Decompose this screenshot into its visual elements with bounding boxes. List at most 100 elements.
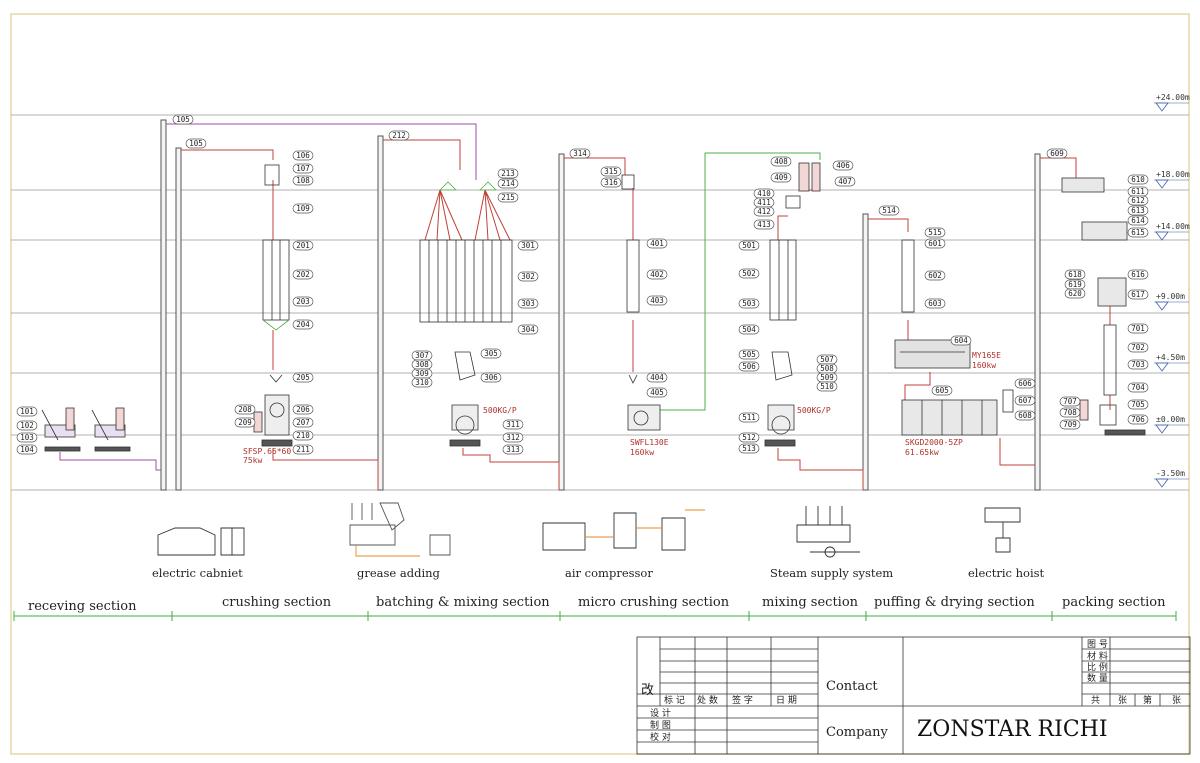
equipment-tag: 412 (753, 206, 775, 217)
equipment-tag: 304 (517, 324, 539, 335)
equipment-tag-label: 616 (1131, 270, 1145, 279)
equipment-tag-label: 707 (1063, 397, 1077, 406)
equipment-tag: 514 (878, 205, 900, 216)
liquid-tank (798, 162, 810, 192)
equipment-tag-label: 508 (820, 364, 834, 373)
equipment-tag-label: 708 (1063, 408, 1077, 417)
info-label: 图 号 (1087, 639, 1108, 650)
level-marker: -3.50m (1154, 469, 1189, 488)
equipment-tag: 105 (172, 114, 194, 125)
machine-note: 61.65kw (905, 448, 939, 457)
level-marker: +18.00m (1154, 170, 1190, 189)
equipment-tag-bubble (1059, 419, 1081, 430)
equipment-tag: 408 (770, 156, 792, 167)
equipment-tag-label: 102 (20, 421, 34, 430)
equipment-tag-bubble (480, 348, 502, 359)
equipment-tag-label: 105 (176, 115, 190, 124)
equipment-tag-bubble (646, 269, 668, 280)
equipment-tag-bubble (753, 206, 775, 217)
equipment-tag: 404 (646, 372, 668, 383)
equipment-tag: 202 (292, 269, 314, 280)
machine-note: 160kw (972, 361, 996, 370)
elevator-column (1034, 153, 1041, 491)
level-markers: +24.00m +18.00m +14.00m +9.00m +4.50m ±0… (1154, 93, 1190, 488)
equipment-tag-bubble (388, 130, 410, 141)
equipment-tag-label: 504 (742, 325, 756, 334)
equipment-tag-label: 615 (1131, 228, 1145, 237)
mixing-scale (771, 351, 793, 381)
equipment-tag-bubble (931, 385, 953, 396)
extruder-bin (901, 239, 915, 313)
rev-header: 日 期 (776, 695, 797, 706)
equipment-tag: 314 (569, 148, 591, 159)
equipment-tag: 406 (832, 160, 854, 171)
equipment-tag: 707 (1059, 396, 1081, 407)
distributor (785, 195, 801, 209)
equipment-tag: 207 (292, 417, 314, 428)
equipment-tag-label: 207 (296, 418, 310, 427)
equipment-tag: 413 (753, 219, 775, 230)
title-block (636, 636, 1191, 755)
equipment-tag-bubble (1014, 395, 1036, 406)
equipment-tag-label: 513 (742, 444, 756, 453)
equipment-tag-bubble (292, 319, 314, 330)
equipment-tag: 311 (502, 419, 524, 430)
elevator-column (558, 153, 565, 491)
machine-note: SWFL130E (630, 438, 669, 447)
section-label: receving section (28, 599, 137, 614)
equipment-tag: 503 (738, 298, 760, 309)
equipment-tag: 101 (16, 406, 38, 417)
equipment-tag-bubble (502, 432, 524, 443)
equipment-tag: 504 (738, 324, 760, 335)
equipment-tag-bubble (738, 432, 760, 443)
equipment-tag: 407 (834, 176, 856, 187)
equipment-tag-bubble (16, 420, 38, 431)
section-label: micro crushing section (578, 595, 730, 610)
equipment-tag-label: 309 (415, 369, 429, 378)
equipment-tags: 1011021031041051051061071081092012022032… (16, 114, 1149, 455)
role-label: 校 对 (650, 731, 671, 743)
equipment-tag: 607 (1014, 395, 1036, 406)
equipment-tag-label: 211 (296, 445, 310, 454)
dryer (901, 399, 998, 436)
machine-note: 75kw (243, 456, 262, 465)
equipment-tag-label: 702 (1131, 343, 1145, 352)
equipment-tag-bubble (1064, 288, 1086, 299)
equipment-tag-bubble (646, 372, 668, 383)
equipment-tag: 511 (738, 412, 760, 423)
equipment-tag-bubble (924, 238, 946, 249)
equipment-tag: 301 (517, 240, 539, 251)
equipment-tag-label: 106 (296, 151, 310, 160)
air-compressor-icon (542, 512, 686, 551)
equipment-tag-bubble (834, 176, 856, 187)
equipment-tag-bubble (600, 177, 622, 188)
equipment-tag-label: 310 (415, 378, 429, 387)
rev-header: 处 数 (697, 694, 718, 706)
aux-label: electric cabniet (152, 566, 243, 580)
equipment-tag-bubble (292, 404, 314, 415)
machine-note: MY165E (972, 351, 1001, 360)
equipment-tag-label: 610 (1131, 175, 1145, 184)
equipment-tag-label: 613 (1131, 206, 1145, 215)
aux-label: electric hoist (968, 566, 1045, 580)
equipment-tag-label: 618 (1068, 270, 1082, 279)
equipment-tag: 616 (1127, 269, 1149, 280)
equipment-tag-bubble (172, 114, 194, 125)
equipment-tag-label: 620 (1068, 289, 1082, 298)
equipment-tag-label: 408 (774, 157, 788, 166)
equipment-tag-label: 406 (836, 161, 850, 170)
title-block-text: 改 标 记 处 数 签 字 日 期 设 计 制 图 校 对 Contact Co… (641, 639, 1181, 743)
equipment-tag: 309 (411, 368, 433, 379)
intake-equipment (41, 407, 131, 452)
sheet-label: 共 (1091, 695, 1100, 706)
equipment-tag: 109 (292, 203, 314, 214)
equipment-tag-bubble (292, 430, 314, 441)
equipment-tag: 208 (234, 404, 256, 415)
grease-pipe (355, 545, 420, 557)
equipment-tag-bubble (16, 406, 38, 417)
micro-pulverizer (627, 404, 661, 431)
equipment-tag-label: 410 (757, 189, 771, 198)
equipment-tag-bubble (950, 335, 972, 346)
equipment-tag-bubble (292, 175, 314, 186)
equipment-tag: 601 (924, 238, 946, 249)
